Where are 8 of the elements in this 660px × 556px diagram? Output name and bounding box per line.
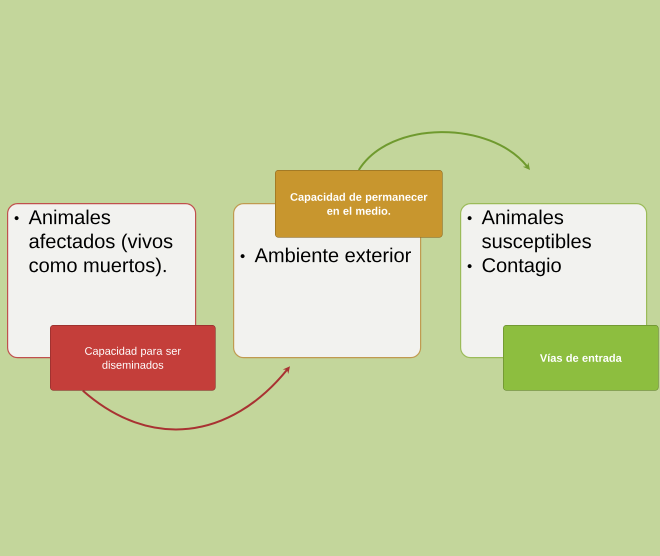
label-tag: Vías de entrada [503,325,659,391]
label-tag: Capacidad de permanecer en el medio. [275,170,443,238]
label-tag: Capacidad para ser diseminados [50,325,216,391]
curved-arrow [358,131,530,171]
bullet-text: Contagio [482,258,561,276]
bullet-text: Animales afectados (vivos como muertos). [28,210,172,276]
bullet-text: Ambiente exterior [254,248,411,262]
bullet-text: Animales susceptibles [482,210,591,252]
